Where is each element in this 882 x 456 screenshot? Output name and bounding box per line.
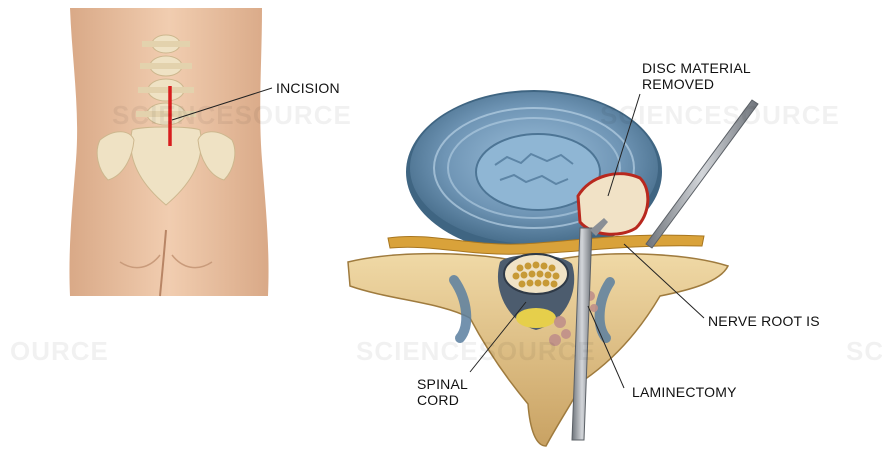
disc-material-removed — [578, 174, 648, 235]
disc-material-label: DISC MATERIAL REMOVED — [642, 60, 751, 92]
disc-material-label-line1: DISC MATERIAL — [642, 60, 751, 76]
spinal-cord-label-line1: SPINAL — [417, 376, 468, 392]
watermark: SCIENCESOURCE — [600, 100, 840, 131]
laminectomy-label: LAMINECTOMY — [632, 384, 737, 400]
watermark: OURCE — [10, 336, 109, 367]
watermark: SCIENCESOURCE — [356, 336, 596, 367]
disc-material-label-line2: REMOVED — [642, 76, 751, 92]
watermark: SCIENCESOURCE — [112, 100, 352, 131]
watermark: SC — [846, 336, 882, 367]
spinal-cord-label-line2: CORD — [417, 392, 468, 408]
nerve-root-label: NERVE ROOT IS — [708, 313, 820, 329]
spinal-cord-label: SPINAL CORD — [417, 376, 468, 408]
incision-label: INCISION — [276, 80, 340, 96]
